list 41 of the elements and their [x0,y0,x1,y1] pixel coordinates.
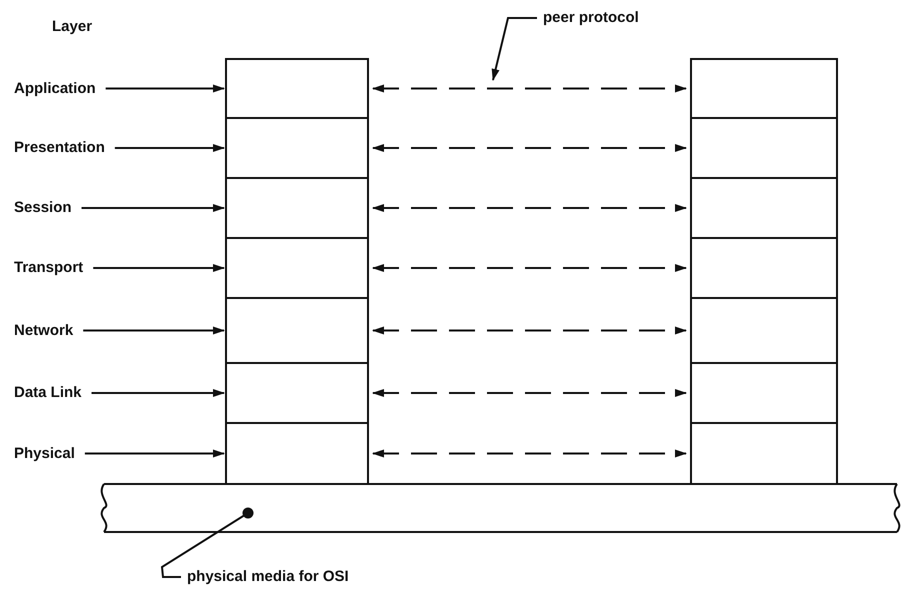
layer-box [225,237,369,299]
dashed-arrow [372,84,687,92]
layer-name: Application [14,80,96,98]
layer-box [690,362,838,424]
leader-line [492,17,537,81]
dashed-arrow [372,264,687,272]
layer-box [690,237,838,299]
layer-box [225,422,369,485]
column-heading: Layer [52,18,92,36]
layer-box [690,58,838,119]
layer-box [690,117,838,179]
arrow [92,389,225,397]
callout-label: peer protocol [543,9,639,27]
leader-line [160,508,254,578]
arrow [106,84,225,92]
dashed-arrow [372,389,687,397]
arrow [82,204,225,212]
arrow [114,144,225,152]
arrow [93,264,225,272]
dashed-arrow [372,144,687,152]
arrow [84,450,225,458]
layer-box [690,422,838,485]
layer-box [690,177,838,239]
layer-box [225,58,369,119]
layer-name: Network [14,322,74,340]
layer-name: Presentation [14,139,105,157]
layer-name: Session [14,199,72,217]
layer-box [225,177,369,239]
layer-name: Transport [14,259,84,277]
dashed-arrow [372,450,687,458]
layer-name: Data Link [14,384,82,402]
dashed-arrow [372,204,687,212]
layer-box [225,362,369,424]
arrow [83,326,225,334]
layer-box [225,117,369,179]
layer-box [690,297,838,364]
layer-name: Physical [14,444,75,462]
dashed-arrow [372,326,687,334]
layer-box [225,297,369,364]
callout-label: physical media for OSI [187,568,349,586]
media-bar [98,483,903,533]
